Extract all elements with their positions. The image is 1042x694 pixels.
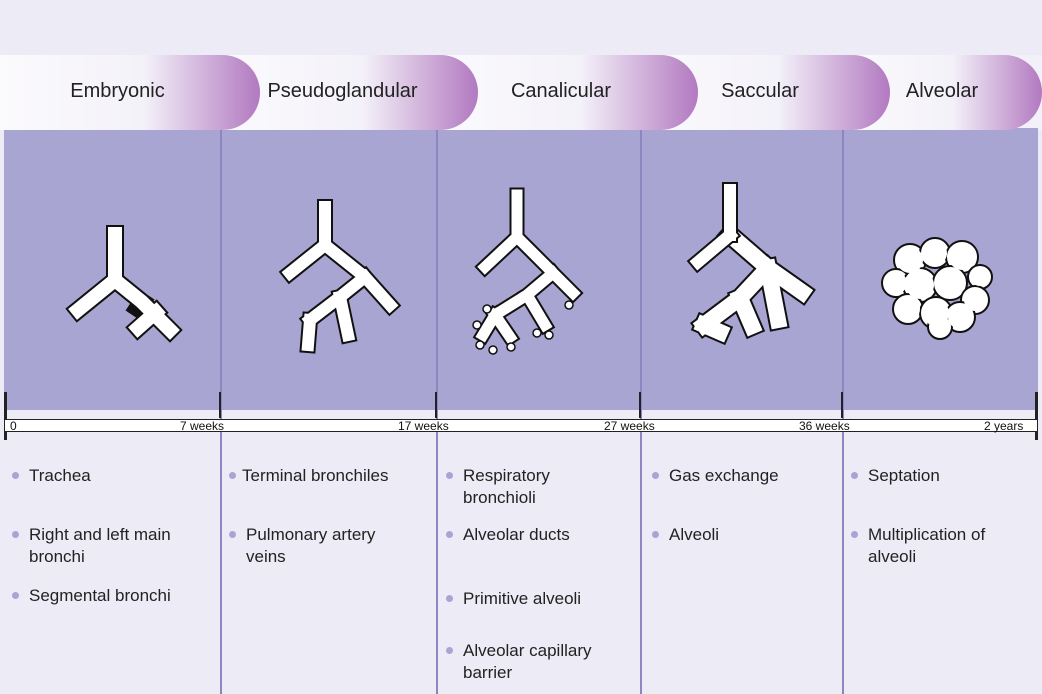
bullet-icon (446, 472, 453, 479)
alveolar-cluster-illustration (880, 235, 1000, 345)
timeline-mark-label: 36 weeks (799, 420, 850, 432)
bullet-icon (652, 531, 659, 538)
timeline-mark-label: 17 weeks (398, 420, 449, 432)
canalicular-airway-illustration (465, 185, 605, 375)
embryonic-airway-illustration (60, 220, 200, 360)
phase-label: Canalicular (456, 55, 666, 130)
bullet-icon (12, 472, 19, 479)
phase-label: Embryonic (0, 55, 235, 130)
phase-tab-embryonic: Embryonic (0, 55, 260, 130)
bullet-icon (229, 531, 236, 538)
phase-label: Pseudoglandular (235, 55, 450, 130)
timeline-tick (219, 392, 221, 418)
timeline-mark-label: 2 years (984, 420, 1023, 432)
bullet-icon (446, 647, 453, 654)
timeline-start-label: 0 (10, 420, 17, 432)
timeline-tick (841, 392, 843, 418)
bullet-icon (12, 592, 19, 599)
timeline-tick (1035, 392, 1038, 440)
bullet-icon (851, 472, 858, 479)
timeline-tick (639, 392, 641, 418)
saccular-airway-illustration (680, 180, 820, 370)
timeline-tick (435, 392, 437, 418)
timeline-tick (4, 392, 7, 440)
bullet-icon (446, 531, 453, 538)
timeline-mark-label: 7 weeks (180, 420, 224, 432)
bullet-icon (12, 531, 19, 538)
bullet-icon (851, 531, 858, 538)
timeline-mark-label: 27 weeks (604, 420, 655, 432)
pseudoglandular-airway-illustration (270, 195, 430, 365)
timeline-bar (4, 419, 1038, 432)
bullet-icon (446, 595, 453, 602)
bullet-icon (652, 472, 659, 479)
bullet-icon (229, 472, 236, 479)
